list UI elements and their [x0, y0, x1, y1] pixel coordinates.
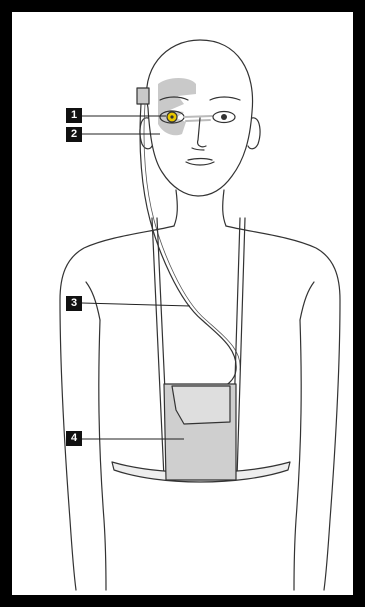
callout-2: 2 [66, 127, 82, 142]
callout-1: 1 [66, 108, 82, 123]
callout-3: 3 [66, 296, 82, 311]
callout-4: 4 [66, 431, 82, 446]
